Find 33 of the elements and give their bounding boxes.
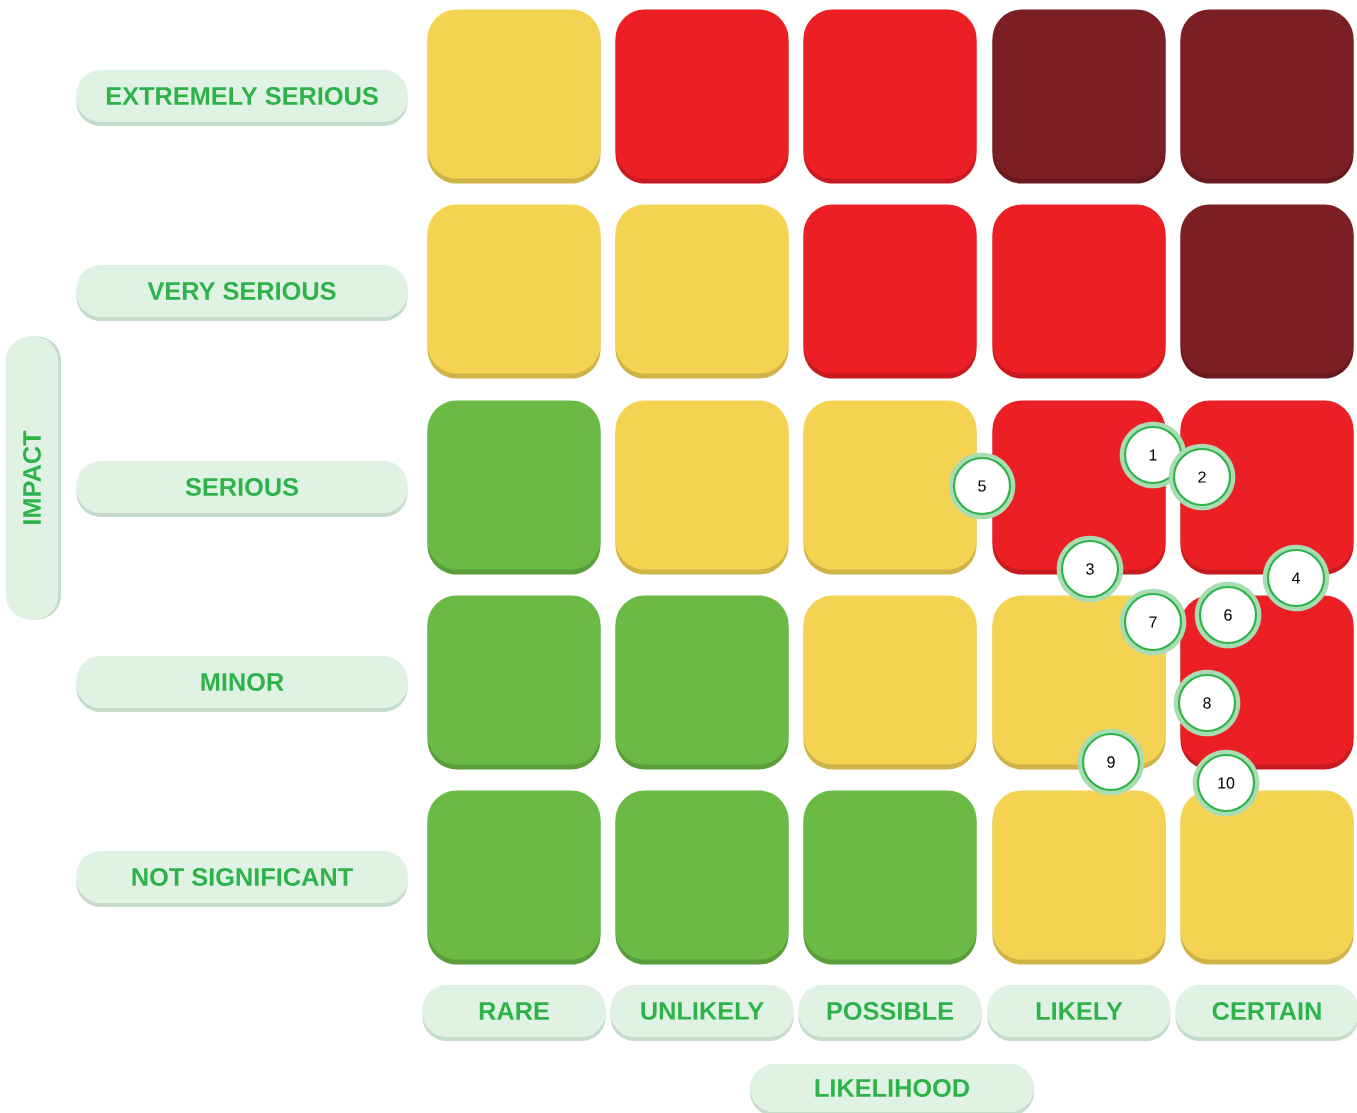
risk-cell [427,790,601,965]
label-pill: RARE [422,985,606,1041]
axis-pill: IMPACT [6,336,61,620]
risk-cell [615,204,789,379]
risk-cell [803,595,977,770]
label-pill: VERY SERIOUS [76,265,408,321]
risk-cell [615,9,789,184]
risk-cell [427,400,601,575]
risk-cell [427,595,601,770]
risk-cell [803,400,977,575]
risk-cell [615,400,789,575]
risk-cell [992,9,1166,184]
label-pill: LIKELIHOOD [750,1064,1034,1113]
label-pill: LIKELY [987,985,1171,1041]
risk-cell [615,595,789,770]
risk-cell [992,204,1166,379]
risk-cell [803,9,977,184]
label-pill: MINOR [76,656,408,712]
risk-cell [992,790,1166,965]
label-pill: POSSIBLE [798,985,982,1041]
risk-cell [1180,9,1354,184]
risk-cell [1180,204,1354,379]
risk-cell [427,204,601,379]
risk-cell [1180,790,1354,965]
risk-cell [427,9,601,184]
label-pill: NOT SIGNIFICANT [76,851,408,907]
label-pill: SERIOUS [76,461,408,517]
risk-cell [803,790,977,965]
risk-cell [803,204,977,379]
risk-cell [615,790,789,965]
label-pill: CERTAIN [1175,985,1357,1041]
label-pill: UNLIKELY [610,985,794,1041]
label-pill: EXTREMELY SERIOUS [76,70,408,126]
